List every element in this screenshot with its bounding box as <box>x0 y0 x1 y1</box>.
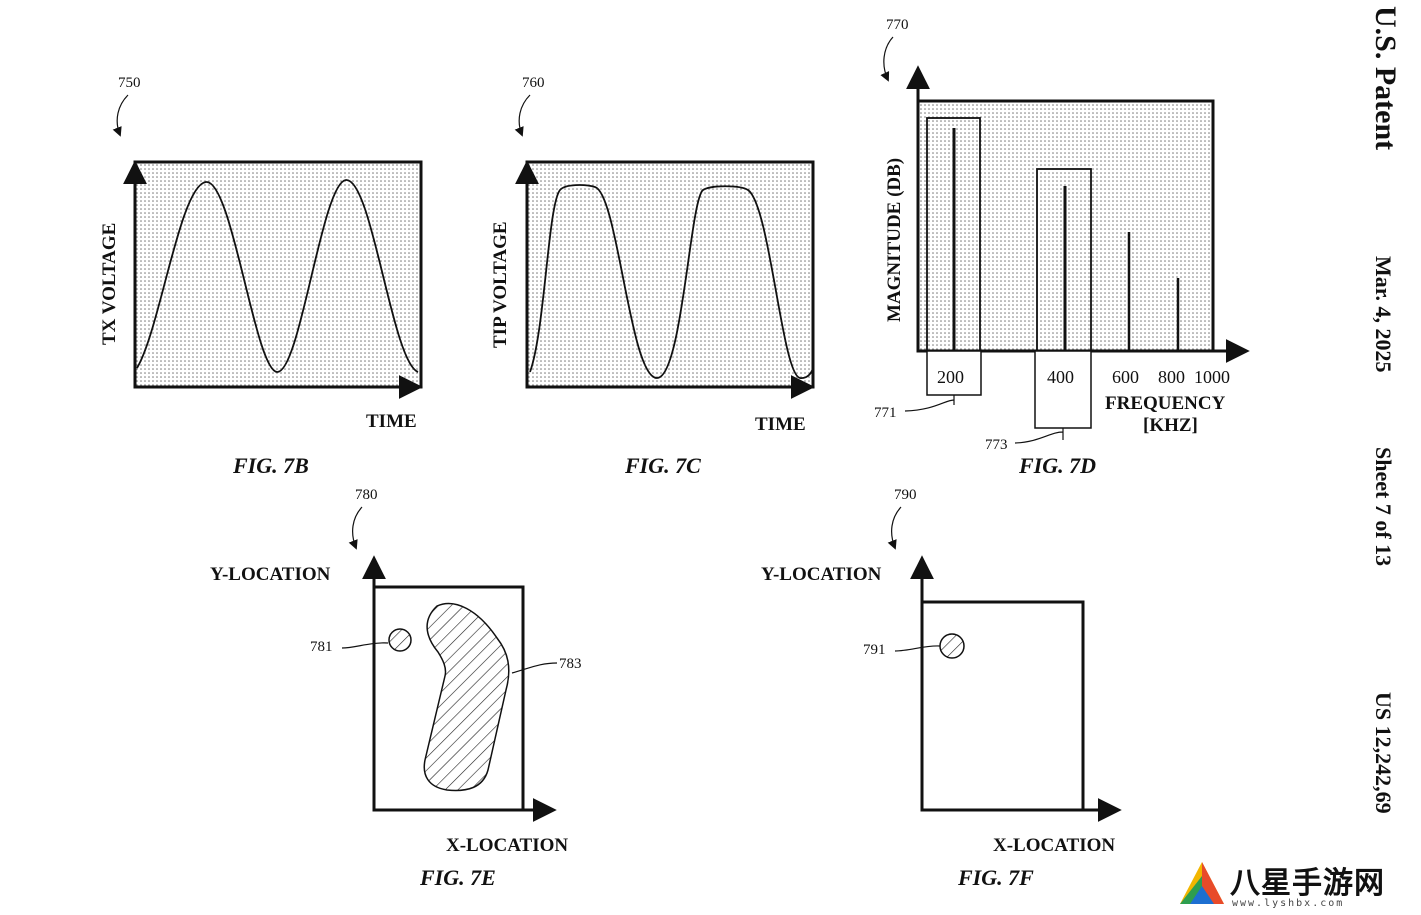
fig7e-ref-arrow <box>348 506 363 550</box>
fig7d-tick-400: 400 <box>1047 367 1074 387</box>
fig7b-ref-arrow <box>112 94 129 137</box>
patent-header-sidebar: U.S. Patent Mar. 4, 2025 Sheet 7 of 13 U… <box>1369 6 1402 814</box>
publisher-title: U.S. Patent <box>1369 6 1402 150</box>
fig7e-x-label: X-LOCATION <box>446 835 568 856</box>
patent-date: Mar. 4, 2025 <box>1371 256 1396 373</box>
fig7d-leader-773 <box>1014 428 1064 444</box>
fig7f-caption: FIG. 7F <box>957 865 1034 890</box>
fig7b-caption: FIG. 7B <box>232 453 309 478</box>
fig-7e: 780 781 783 Y-LOCATION X-LOCATION FIG. 7… <box>210 487 582 890</box>
fig7e-ref-781: 781 <box>310 639 333 655</box>
fig7c-plot-area <box>525 160 815 389</box>
fig7b-x-label: TIME <box>366 411 417 432</box>
site-watermark: 八星手游网 www.lyshbx.com <box>1170 856 1420 914</box>
fig7d-tick-1000: 1000 <box>1194 367 1230 387</box>
fig7d-ref-771: 771 <box>874 405 897 421</box>
fig7e-small-touch-781 <box>388 628 412 652</box>
fig7c-y-label: TIP VOLTAGE <box>490 221 511 348</box>
fig7d-ref-arrow <box>880 36 894 82</box>
fig7d-ref-number: 770 <box>886 17 909 33</box>
fig7d-caption: FIG. 7D <box>1018 453 1096 478</box>
fig7f-ref-number: 790 <box>894 487 917 503</box>
sheet-number: Sheet 7 of 13 <box>1371 447 1396 566</box>
fig-7c: 760 TIP VOLTAGE TIME FIG. 7C <box>490 75 815 478</box>
fig7b-y-label: TX VOLTAGE <box>99 223 120 345</box>
fig7d-tick-200: 200 <box>937 367 964 387</box>
fig7c-x-label: TIME <box>755 414 806 435</box>
watermark-logo-icon <box>1180 862 1224 904</box>
fig-7b: 750 TX VOLTAGE TIME FIG. 7B <box>99 75 423 478</box>
fig7d-tick-box-400 <box>1034 350 1092 429</box>
fig7e-leader-783 <box>511 662 558 674</box>
fig7b-plot-area <box>133 160 423 389</box>
fig7f-leader-791 <box>894 645 941 652</box>
fig7f-sensor-area <box>920 600 1085 812</box>
fig7f-small-touch-791 <box>939 633 965 659</box>
fig7e-leader-781 <box>341 642 389 649</box>
fig7c-ref-number: 760 <box>522 75 545 91</box>
fig-7d: 770 200 400 600 800 1000 MAGNITUDE (DB) … <box>874 17 1250 478</box>
fig7c-caption: FIG. 7C <box>624 453 701 478</box>
fig7d-leader-771 <box>904 395 955 412</box>
fig7e-y-label: Y-LOCATION <box>210 564 331 585</box>
fig7e-large-touch-783 <box>423 602 510 792</box>
fig7c-clipped-waveform <box>529 184 814 379</box>
fig7d-y-label: MAGNITUDE (DB) <box>884 158 905 322</box>
fig7d-ref-773: 773 <box>985 437 1008 453</box>
fig7f-ref-791: 791 <box>863 642 886 658</box>
fig7c-ref-arrow <box>514 94 531 137</box>
fig7b-sine-waveform <box>136 179 419 373</box>
patent-number: US 12,242,69 <box>1371 692 1396 814</box>
fig7d-x-label-line1: FREQUENCY <box>1105 393 1226 414</box>
fig7f-x-label: X-LOCATION <box>993 835 1115 856</box>
fig7f-y-label: Y-LOCATION <box>761 564 882 585</box>
watermark-text: 八星手游网 <box>1230 866 1385 901</box>
fig7d-x-label-line2: [KHZ] <box>1143 415 1198 436</box>
fig7d-tick-800: 800 <box>1158 367 1185 387</box>
fig7e-ref-783: 783 <box>559 656 582 672</box>
fig7e-ref-number: 780 <box>355 487 378 503</box>
fig7e-caption: FIG. 7E <box>419 865 496 890</box>
watermark-url: www.lyshbx.com <box>1232 898 1345 909</box>
fig7d-tick-600: 600 <box>1112 367 1139 387</box>
fig7b-ref-number: 750 <box>118 75 141 91</box>
fig7f-ref-arrow <box>887 506 902 550</box>
fig-7f: 790 791 Y-LOCATION X-LOCATION FIG. 7F <box>761 487 1122 890</box>
